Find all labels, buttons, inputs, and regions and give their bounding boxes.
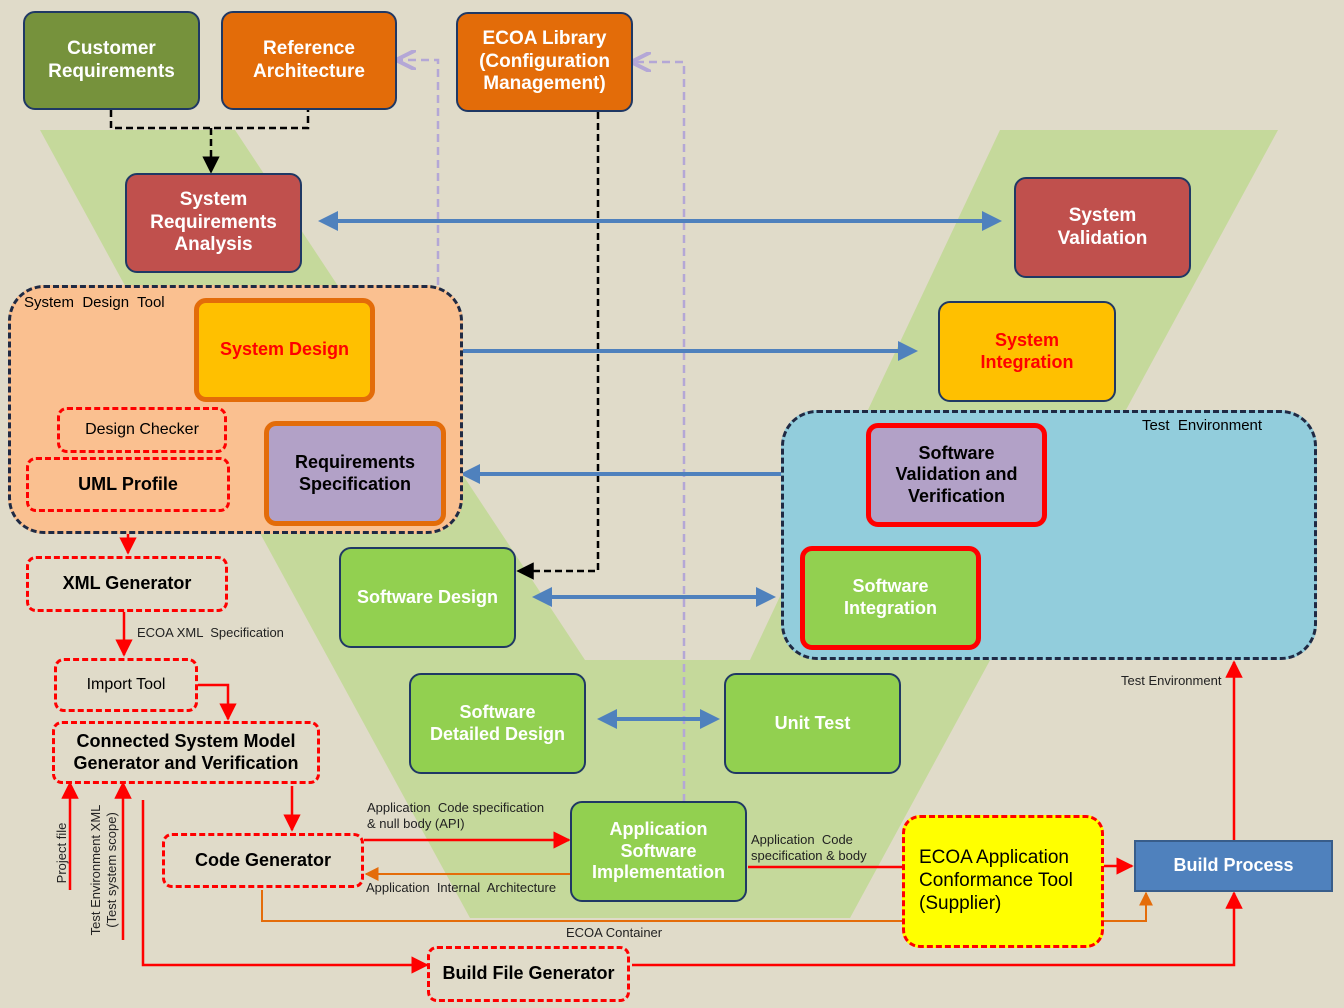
build-file-generator-box[interactable]: Build File Generator	[427, 946, 630, 1002]
ecoa-container-label: ECOA Container	[566, 925, 663, 940]
customer-requirements-box[interactable]: Customer Requirements	[23, 11, 200, 110]
test-environment-label: Test Environment	[1142, 417, 1263, 434]
system-design-tool-label: System Design Tool	[24, 294, 165, 311]
ecoa-library-box[interactable]: ECOA Library (Configuration Management)	[456, 12, 633, 112]
lavender-line-library	[633, 62, 686, 802]
project-file-label: Project file	[53, 822, 69, 884]
software-validation-verification-box[interactable]: Software Validation and Verification	[866, 423, 1047, 527]
build-process-box[interactable]: Build Process	[1134, 840, 1333, 892]
uml-profile-box[interactable]: UML Profile	[26, 457, 230, 512]
lavender-line-reference	[398, 60, 440, 285]
connected-system-model-box[interactable]: Connected System Model Generator and Ver…	[52, 721, 320, 784]
design-checker-box[interactable]: Design Checker	[57, 407, 227, 453]
software-integration-box[interactable]: Software Integration	[800, 546, 981, 650]
software-detailed-design-box[interactable]: Software Detailed Design	[409, 673, 586, 774]
app-code-spec-body-label: Application Code specification & body	[751, 832, 867, 864]
black-dashed-top	[109, 110, 310, 130]
reference-architecture-box[interactable]: Reference Architecture	[221, 11, 397, 110]
requirements-specification-box[interactable]: Requirements Specification	[264, 421, 446, 526]
app-code-spec-null-label: Application Code specification & null bo…	[367, 800, 545, 832]
system-integration-box[interactable]: System Integration	[938, 301, 1116, 402]
system-validation-box[interactable]: System Validation	[1014, 177, 1191, 278]
xml-generator-box[interactable]: XML Generator	[26, 556, 228, 612]
application-software-implementation-box[interactable]: Application Software Implementation	[570, 801, 747, 902]
system-requirements-analysis-box[interactable]: System Requirements Analysis	[125, 173, 302, 273]
test-environment-out-label: Test Environment	[1121, 673, 1222, 688]
system-design-box[interactable]: System Design	[194, 298, 375, 402]
software-design-box[interactable]: Software Design	[339, 547, 516, 648]
black-dashed-library	[516, 112, 600, 580]
app-internal-arch-label: Application Internal Architecture	[366, 880, 557, 895]
ecoa-conformance-tool-box[interactable]: ECOA Application Conformance Tool (Suppl…	[902, 815, 1104, 948]
unit-test-box[interactable]: Unit Test	[724, 673, 901, 774]
code-generator-box[interactable]: Code Generator	[162, 833, 364, 888]
import-tool-box[interactable]: Import Tool	[54, 658, 198, 712]
ecoa-xml-spec-label: ECOA XML Specification	[137, 625, 284, 640]
test-env-xml-label: Test Environment XML (Test system scope)	[87, 804, 119, 936]
